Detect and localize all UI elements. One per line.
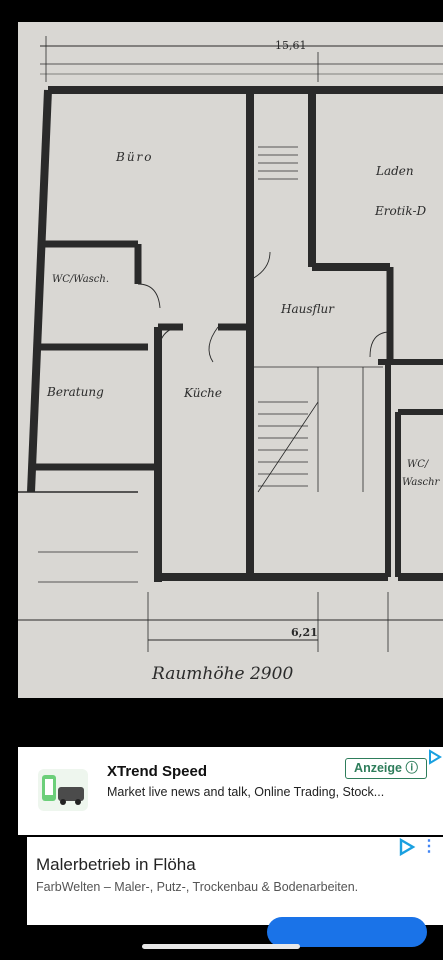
ad-banner-malerbetrieb[interactable]: ⋮ Malerbetrieb in Flöha FarbWelten – Mal… <box>27 837 443 947</box>
ad-cta-button[interactable] <box>267 917 427 947</box>
xtrend-app-logo <box>38 769 88 811</box>
room-label-hausflur: Hausflur <box>281 302 334 316</box>
room-label-wc-right: WC/ <box>407 459 429 470</box>
room-label-wc-wasch: WC/Wasch. <box>52 274 110 285</box>
ad-description[interactable]: FarbWelten – Maler-, Putz-, Trockenbau &… <box>36 880 359 894</box>
dimension-bottom-width: 6,21 <box>291 626 318 639</box>
ad-banner-xtrend[interactable]: XTrend Speed Market live news and talk, … <box>18 747 443 835</box>
ad-title[interactable]: XTrend Speed <box>107 763 208 780</box>
anzeige-badge[interactable]: Anzeige ⓘ <box>345 758 427 779</box>
floorplan-photo: 15,61 Büro Laden Erotik-D WC/Wasch. Haus… <box>18 22 443 698</box>
adchoices-icon[interactable] <box>427 749 443 765</box>
ad-description[interactable]: Market live news and talk, Online Tradin… <box>107 785 385 799</box>
room-height-label: Raumhöhe 2900 <box>152 664 294 684</box>
room-label-wasch-right: Waschr <box>402 477 440 488</box>
ad-title[interactable]: Malerbetrieb in Flöha <box>36 855 196 874</box>
room-label-kueche: Küche <box>184 386 222 400</box>
room-label-buero: Büro <box>116 150 154 164</box>
room-label-beratung: Beratung <box>47 385 104 399</box>
floorplan-drawing <box>18 36 443 652</box>
room-label-erotik: Erotik-D <box>375 204 427 218</box>
more-options-icon[interactable]: ⋮ <box>421 838 437 855</box>
home-indicator[interactable] <box>142 944 300 949</box>
floorplan-sheet: 15,61 Büro Laden Erotik-D WC/Wasch. Haus… <box>18 22 443 698</box>
room-label-laden: Laden <box>376 164 414 178</box>
dimension-total-width: 15,61 <box>275 39 307 52</box>
adchoices-icon[interactable] <box>398 838 416 856</box>
